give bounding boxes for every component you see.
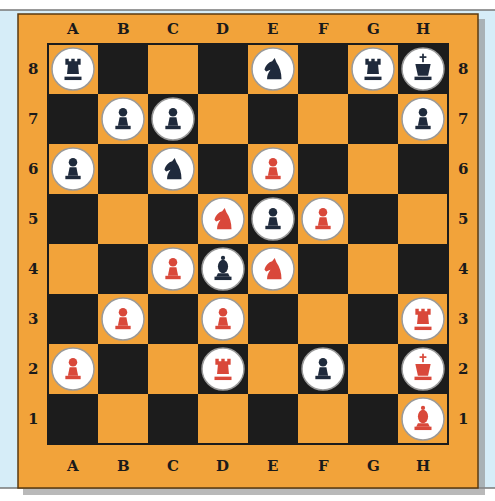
coordinate-label: F [318, 459, 329, 474]
coordinate-label: 8 [458, 62, 468, 77]
coordinate-label: 4 [28, 262, 38, 277]
coordinate-label: 6 [28, 162, 38, 177]
coordinate-label: 2 [458, 362, 468, 377]
coordinate-label: 3 [28, 312, 38, 327]
coordinate-label: A [67, 22, 79, 37]
coordinate-label: 4 [458, 262, 468, 277]
coordinate-label: G [367, 22, 380, 37]
coordinate-label: 7 [28, 112, 38, 127]
coordinate-label: 2 [28, 362, 38, 377]
coordinate-label: B [117, 459, 130, 474]
coordinate-label: 5 [28, 212, 38, 227]
coordinate-label: 1 [458, 412, 468, 427]
coordinate-label: C [167, 22, 179, 37]
coordinate-label: H [416, 459, 430, 474]
coordinate-label: 6 [458, 162, 468, 177]
coordinate-label: 3 [458, 312, 468, 327]
coordinate-label: D [216, 459, 229, 474]
coordinate-label: A [67, 459, 79, 474]
coordinate-label: F [318, 22, 329, 37]
coordinate-label: G [367, 459, 380, 474]
coordinate-label: D [216, 22, 229, 37]
coordinate-label: E [267, 459, 278, 474]
coordinate-label: B [117, 22, 130, 37]
coordinate-label: 7 [458, 112, 468, 127]
coordinate-label: 8 [28, 62, 38, 77]
coordinate-label: 1 [28, 412, 38, 427]
coordinate-label: C [167, 459, 179, 474]
coordinate-label: H [416, 22, 430, 37]
coordinate-label: E [267, 22, 278, 37]
coordinate-label: 5 [458, 212, 468, 227]
